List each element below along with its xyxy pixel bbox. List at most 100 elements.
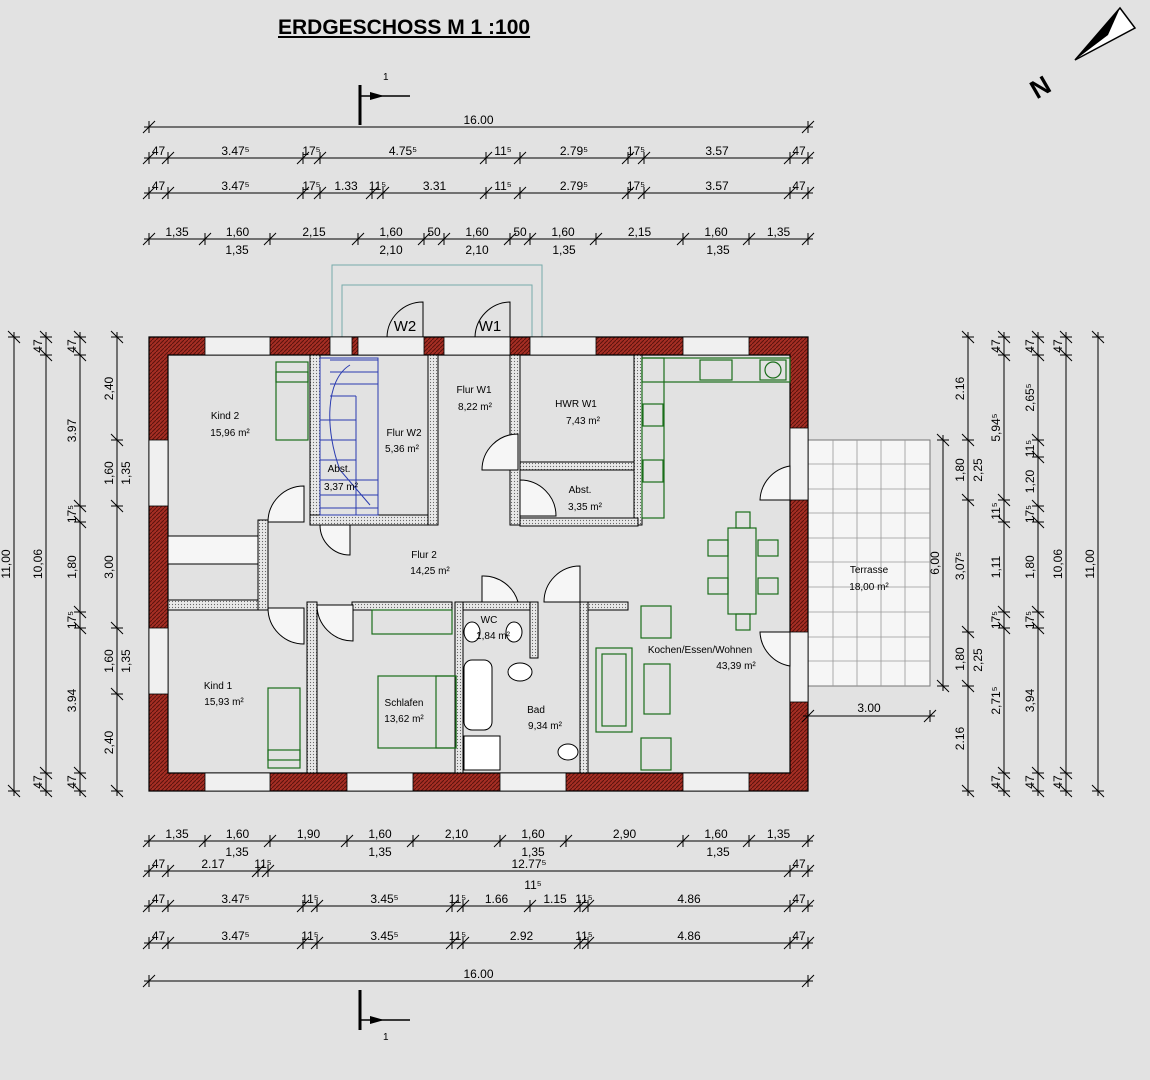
dim-left-col4: 2,40	[102, 376, 116, 400]
dim-top-row3: 50	[427, 225, 441, 239]
room-area-kind2: 15,96 m²	[210, 428, 250, 439]
dim-top-row3: 1,60	[551, 225, 575, 239]
dim-bottom-row3: 11⁵	[575, 892, 592, 906]
dim-bottom-row1-lower: 1,35	[521, 845, 545, 859]
room-area-abst-stair: 3,37 m²	[324, 482, 359, 493]
dim-bottom-row1: 1,60	[368, 827, 392, 841]
dim-right-col3: 11⁵	[1023, 440, 1037, 457]
dim-right-total: 11,00	[1083, 549, 1097, 578]
section-marker-bottom: 1	[358, 990, 410, 1043]
dim-right-col3: 2,65⁵	[1023, 383, 1037, 411]
dim-right-col3: 3,94	[1023, 688, 1037, 712]
dim-bottom-row1: 1,60	[704, 827, 728, 841]
room-name-wc: WC	[481, 615, 498, 626]
dim-bottom-row3: 1.66	[485, 892, 509, 906]
room-area-flur2: 14,25 m²	[410, 566, 450, 577]
room-name-schlafen: Schlafen	[385, 698, 424, 709]
dim-bottom-row1-lower: 1,35	[706, 845, 730, 859]
page-title: ERDGESCHOSS M 1 :100	[278, 16, 531, 39]
dim-left-col3: 47	[65, 775, 79, 789]
dim-right-col1: 2.16	[953, 376, 967, 400]
dim-bottom-row1: 2,90	[613, 827, 637, 841]
interior-walls	[167, 354, 643, 774]
dim-bottom-row4: 11⁵	[575, 929, 592, 943]
dim-top-total: 16.00	[463, 113, 493, 127]
dim-right-col2: 5,94⁵	[989, 413, 1003, 441]
dim-top-row3: 1,60	[465, 225, 489, 239]
dim-bottom-row4: 4.86	[677, 929, 701, 943]
dim-bottom-row4: 3.47⁵	[221, 929, 249, 943]
dim-right-col3: 17⁵	[1023, 611, 1037, 629]
dim-bottom-row3: 3.47⁵	[221, 892, 249, 906]
dim-left-col4b: 1,35	[119, 461, 133, 485]
dim-left-col4: 3,00	[102, 555, 116, 579]
dim-bottom-row1: 1,35	[165, 827, 189, 841]
dim-top-row3: 2,15	[302, 225, 326, 239]
dim-top-row1: 47	[152, 144, 166, 158]
dim-top-row3: 1,35	[165, 225, 189, 239]
dim-bottom-row3: 11⁵	[301, 892, 318, 906]
dimension-labels: 16.00 47 3.47⁵ 17⁵ 4.75⁵ 11⁵ 2.79⁵ 17⁵ 3.57 47 47 3…	[0, 113, 1097, 981]
dim-top-row2: 47	[152, 179, 166, 193]
dim-right-col2: 47	[989, 339, 1003, 353]
dim-bottom-row1: 1,90	[297, 827, 321, 841]
dim-top-row2: 11⁵	[494, 179, 511, 193]
dim-top-row2: 47	[792, 179, 806, 193]
dim-left-col4: 1,60	[102, 461, 116, 485]
doors	[267, 301, 791, 667]
dim-right-col1: 2.16	[953, 726, 967, 750]
dim-bottom-row4: 3.45⁵	[370, 929, 398, 943]
section-label-bottom: 1	[383, 1032, 389, 1043]
room-name-abst: Abst.	[569, 485, 592, 496]
dim-bottom-row1-lower: 1,35	[225, 845, 249, 859]
room-area-flur-w2: 5,36 m²	[385, 444, 420, 455]
room-area-abst: 3,35 m²	[568, 502, 603, 513]
north-label: N	[1025, 69, 1056, 104]
dim-right-col4: 47	[1051, 775, 1065, 789]
north-arrow-icon: N	[1025, 6, 1137, 105]
dim-top-row3-lower: 2,10	[465, 243, 489, 257]
dim-right-col3: 17⁵	[1023, 505, 1037, 523]
dim-right-col1: 3,07⁵	[953, 552, 967, 580]
dim-bottom-row3: 47	[792, 892, 806, 906]
dim-bottom-row2: 47	[792, 857, 806, 871]
dim-bottom-row1: 2,10	[445, 827, 469, 841]
room-area-kind1: 15,93 m²	[204, 697, 244, 708]
dim-top-row3-lower: 1,35	[706, 243, 730, 257]
dim-bottom-row2: 11⁵	[254, 857, 271, 871]
dim-right-col2: 47	[989, 775, 1003, 789]
dim-left-col3: 17⁵	[65, 505, 79, 523]
dim-left-col3: 47	[65, 339, 79, 353]
dim-top-row2: 3.57	[705, 179, 729, 193]
room-name-kind1: Kind 1	[204, 681, 233, 692]
dim-left-col4: 1,60	[102, 649, 116, 673]
dim-left-total: 11,00	[0, 549, 13, 578]
dim-top-row1: 4.75⁵	[389, 144, 417, 158]
dim-right-col4: 47	[1051, 339, 1065, 353]
dim-right-terrace: 6,00	[928, 551, 942, 575]
dim-top-row2: 3.31	[423, 179, 447, 193]
dim-right-col1: 1,80	[953, 458, 967, 482]
dim-left-inner: 47	[31, 775, 45, 789]
door-label-w2: W2	[394, 318, 417, 335]
dim-left-col3: 1,80	[65, 555, 79, 579]
dim-top-row3: 1,60	[226, 225, 250, 239]
dim-bottom-row1: 1,35	[767, 827, 791, 841]
dim-right-col2: 11⁵	[989, 502, 1003, 519]
section-marker-top: 1	[358, 72, 410, 125]
dim-right-col2: 17⁵	[989, 611, 1003, 629]
room-labels: Kind 2 15,96 m² Flur W2 5,36 m² Abst. 3,…	[204, 318, 890, 732]
dim-top-row1: 47	[792, 144, 806, 158]
dim-top-row2: 17⁵	[302, 179, 320, 193]
dim-left-col4b: 1,35	[119, 649, 133, 673]
dim-right-col2: 2,71⁵	[989, 686, 1003, 714]
dim-bottom-row3: 47	[152, 892, 166, 906]
dim-bottom-row4: 2.92	[510, 929, 534, 943]
dim-right-col3: 1,80	[1023, 555, 1037, 579]
dim-top-row1: 2.79⁵	[560, 144, 588, 158]
dim-top-row3: 1,60	[704, 225, 728, 239]
dim-top-row1: 17⁵	[302, 144, 320, 158]
dim-top-row2: 11⁵	[369, 179, 386, 193]
dim-bottom-row4: 47	[152, 929, 166, 943]
dim-bottom-row4: 11⁵	[301, 929, 318, 943]
